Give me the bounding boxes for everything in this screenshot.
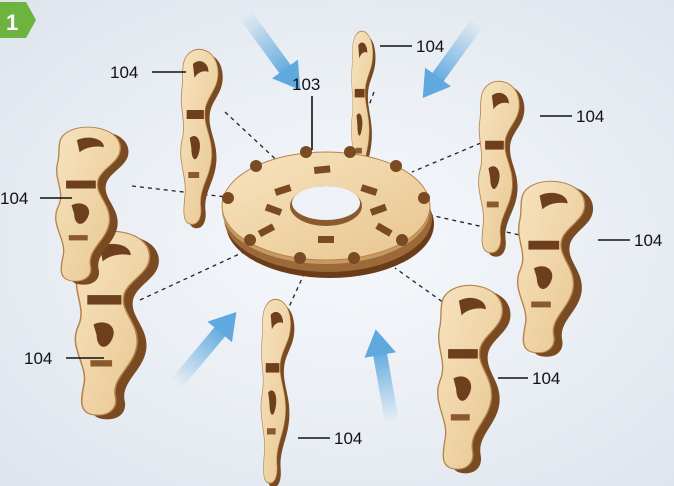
leg-upper-right (479, 81, 525, 256)
leg-far-left-label: 104 (0, 189, 28, 208)
leg-top-left-label: 104 (110, 63, 138, 82)
leg-bottom-center (261, 299, 294, 486)
leg-bottom-center-label: 104 (334, 429, 362, 448)
leg-far-right-label: 104 (634, 231, 662, 250)
arrow-icon (360, 327, 408, 425)
hub-part-label: 103 (292, 75, 320, 94)
leg-top-left (181, 49, 223, 228)
leg-lower-left-label: 104 (24, 349, 52, 368)
leg-lower-right (438, 285, 511, 473)
leg-far-right (518, 181, 593, 356)
hub-part (222, 146, 434, 278)
step-badge: 1 (0, 2, 36, 38)
arrow-icon (164, 302, 249, 395)
leg-top-center-label: 104 (416, 37, 444, 56)
arrow-icon (410, 13, 491, 108)
step-number: 1 (6, 10, 18, 35)
leg-lower-right-label: 104 (532, 369, 560, 388)
leg-upper-right-label: 104 (576, 107, 604, 126)
